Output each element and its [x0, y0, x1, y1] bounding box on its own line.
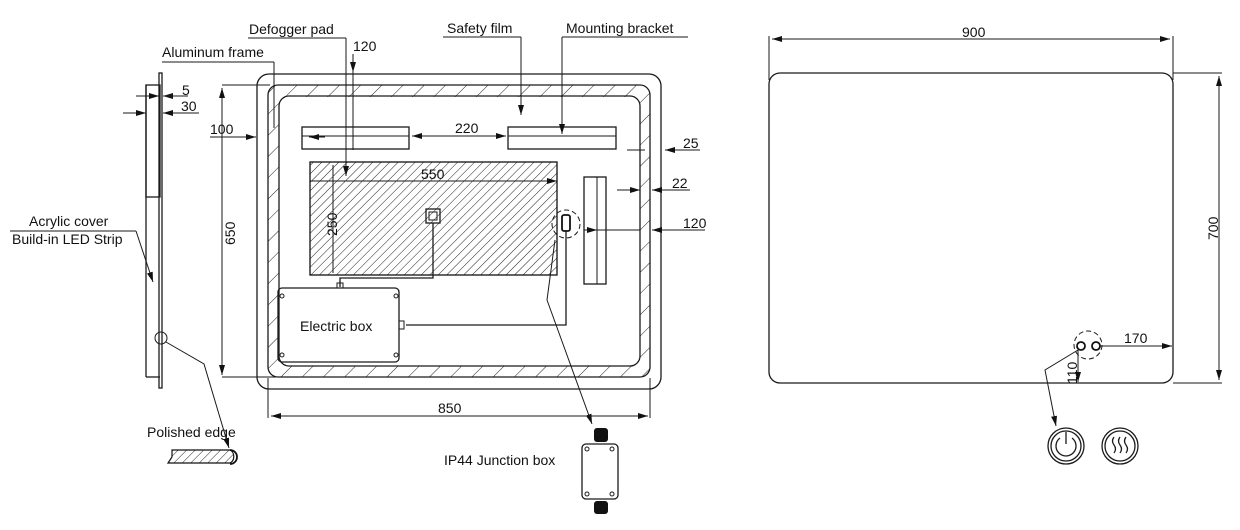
label-mounting-bracket: Mounting bracket [566, 20, 674, 36]
touch-switch-power[interactable] [1076, 341, 1086, 351]
dim-pad-top-120: 120 [353, 38, 377, 54]
dim-side-30: 30 [181, 98, 197, 114]
dim-front-height-700: 700 [1205, 216, 1221, 240]
switch-connector [561, 214, 571, 232]
dim-side-5: 5 [182, 82, 190, 98]
label-defogger-pad: Defogger pad [249, 21, 334, 37]
dim-edge-25: 25 [683, 135, 699, 151]
dim-switch-bottom-110: 110 [1064, 361, 1080, 384]
label-aluminum-frame: Aluminum frame [162, 44, 264, 60]
dim-width-850: 850 [438, 400, 462, 416]
back-view: 650 Aluminum frame Defogger pad 120 100 … [162, 20, 707, 514]
dim-pad-height-250: 250 [324, 212, 340, 236]
label-junction-box: IP44 Junction box [444, 452, 555, 468]
dim-bracket-offset-100: 100 [210, 121, 234, 137]
side-profile-outline [145, 84, 161, 198]
mirror-front-outline [768, 72, 1174, 384]
dim-side-bracket-120: 120 [683, 215, 707, 231]
dim-bracket-gap-220: 220 [455, 120, 479, 136]
dim-front-width-900: 900 [962, 24, 986, 40]
label-electric-box: Electric box [300, 318, 372, 334]
label-polished-edge: Polished edge [147, 424, 236, 440]
front-view: 900 700 170 110 [768, 24, 1222, 465]
power-icon [1047, 427, 1085, 465]
aluminum-frame-outer [267, 84, 651, 378]
switch-callout-circle [1073, 330, 1103, 360]
touch-switch-defog[interactable] [1091, 341, 1101, 351]
dim-height-650: 650 [222, 221, 238, 245]
connector-callout-circle [551, 209, 581, 239]
defog-heat-icon [1101, 427, 1139, 465]
label-led-strip: Build-in LED Strip [12, 231, 123, 247]
label-safety-film: Safety film [447, 20, 512, 36]
ip44-junction-box [581, 428, 619, 514]
polished-edge-callout-circle [154, 331, 168, 345]
label-acrylic-cover: Acrylic cover [29, 213, 109, 229]
side-view: 5 30 Acrylic cover Build-in LED Strip Po… [10, 72, 238, 465]
side-glass-edge [158, 72, 163, 389]
polished-edge-detail [166, 449, 238, 465]
dim-switch-right-170: 170 [1124, 330, 1148, 346]
mounting-bracket-left [301, 126, 410, 150]
dim-edge-22: 22 [672, 175, 688, 191]
aluminum-frame-inner [278, 95, 641, 367]
dim-pad-width-550: 550 [421, 166, 445, 182]
